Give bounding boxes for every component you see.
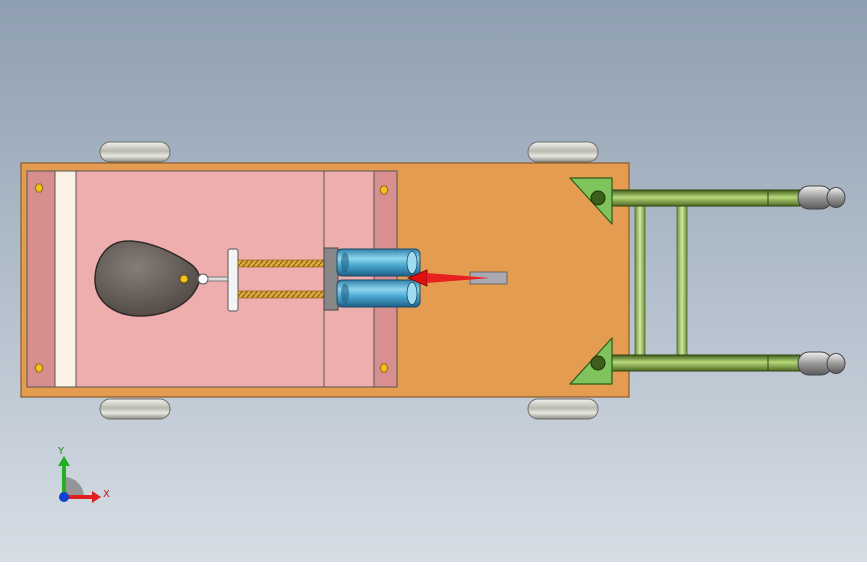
triad-quadrant: [64, 477, 84, 497]
bolt: [34, 183, 44, 193]
bolts: [34, 183, 389, 373]
bolt: [379, 185, 389, 195]
x-axis-arrowhead: [92, 491, 101, 503]
handle-rail-left: [634, 199, 646, 359]
wheel-top-right: [527, 141, 599, 163]
spring-lower: [237, 290, 331, 299]
crossbar-plate: [227, 248, 239, 312]
x-axis-label: X: [103, 489, 110, 500]
cylinder-lower: [336, 279, 421, 308]
bracket-lower: [569, 337, 613, 385]
z-axis-dot: [59, 492, 69, 502]
left-side-strip: [26, 170, 56, 388]
red-arrow-indicator: [406, 269, 490, 287]
cylinder-mount: [323, 247, 339, 311]
bracket-upper: [569, 177, 613, 225]
bolt: [379, 363, 389, 373]
hook-link: [197, 273, 229, 285]
wheel-bottom-right: [527, 398, 599, 420]
cylinder-upper: [336, 248, 421, 277]
white-strip: [54, 170, 77, 388]
coordinate-triad[interactable]: Y X: [57, 446, 110, 503]
handle-knob-lower: [797, 351, 846, 376]
right-side-strip: [373, 170, 398, 388]
y-axis-label: Y: [57, 446, 65, 457]
bolt: [34, 363, 44, 373]
teardrop-weight: [94, 240, 201, 317]
y-axis-arrowhead: [58, 456, 70, 466]
handle-tube-lower: [597, 354, 801, 372]
wheel-top-left: [99, 141, 171, 163]
handle-rail-right: [676, 199, 688, 359]
wheel-bottom-left: [99, 398, 171, 420]
spring-upper: [237, 259, 331, 268]
handle-knob-upper: [797, 185, 846, 210]
handle-tube-upper: [597, 189, 801, 207]
